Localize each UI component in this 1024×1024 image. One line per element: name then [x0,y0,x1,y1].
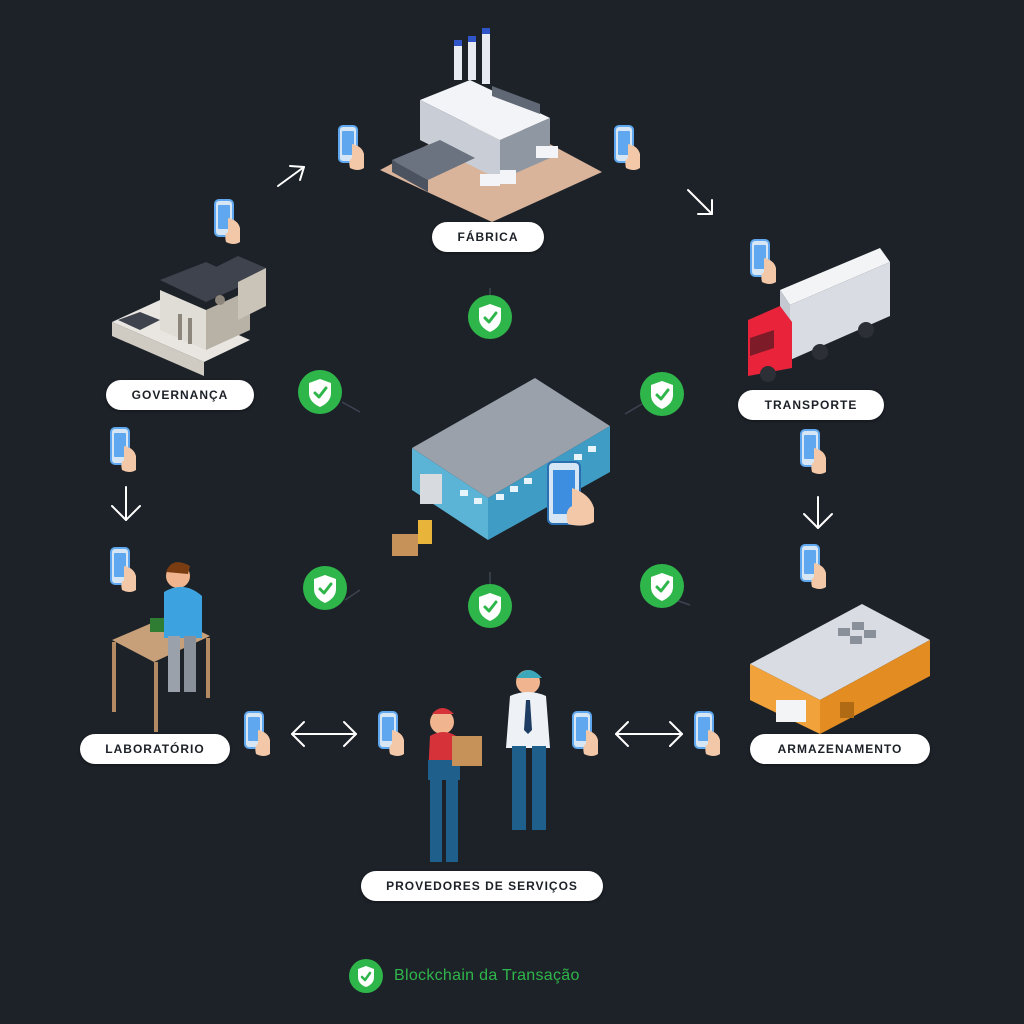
node-label-provedores: PROVEDORES DE SERVIÇOS [361,871,603,901]
phone-hand-icon [694,711,721,757]
shield-check-icon [638,562,686,610]
service-providers-illustration [428,670,550,862]
phone-hand-icon [214,199,241,245]
legend: Blockchain da Transação [348,958,580,994]
government-building-illustration [112,256,266,376]
shield-check-icon [466,582,514,630]
node-label-fabrica: FÁBRICA [432,222,544,252]
node-label-laboratorio: LABORATÓRIO [80,734,230,764]
phone-hand-icon [110,547,137,593]
node-label-transporte: TRANSPORTE [738,390,884,420]
shield-check-icon [638,370,686,418]
flow-arrow [111,165,833,747]
node-label-armazenamento: ARMAZENAMENTO [750,734,930,764]
shield-check-icon [466,293,514,341]
legend-label: Blockchain da Transação [394,967,580,984]
node-label-governanca: GOVERNANÇA [106,380,254,410]
shield-check-icon [296,368,344,416]
phone-hand-icon [614,125,641,171]
phone-hand-icon [800,544,827,590]
storage-building-illustration [750,604,930,734]
phone-hand-icon [800,429,827,475]
phone-hand-icon [244,711,271,757]
shield-check-icon [301,564,349,612]
central-warehouse-illustration [392,378,610,556]
phone-hand-icon [750,239,777,285]
lab-worker-illustration [112,562,210,732]
factory-illustration [380,28,602,222]
shield-check-icon [349,959,383,993]
phone-hand-icon [378,711,405,757]
phone-hand-icon [110,427,137,473]
truck-illustration [748,248,890,382]
phone-hand-icon [338,125,365,171]
phone-hand-icon [572,711,599,757]
